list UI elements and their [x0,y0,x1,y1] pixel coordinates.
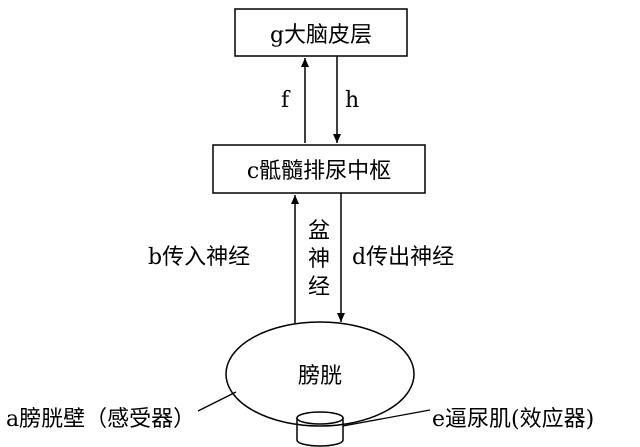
center-label: c骶髓排尿中枢 [246,159,392,184]
label-afferent: b传入神经 [148,245,251,270]
label-pelvic-nerve: 盆神经 [307,219,330,300]
label-f: f [281,88,290,113]
cortex-label: g大脑皮层 [269,22,373,48]
bladder-ellipse [225,321,415,427]
label-sphincter: e逼尿肌(效应器) [432,407,595,432]
leader-sphincter [342,409,431,427]
center-box [212,144,426,194]
label-efferent: d传出神经 [352,245,455,270]
sphincter-bottom [296,439,344,447]
label-h: h [345,88,360,113]
label-bladder-wall: a膀胱壁（感受器） [6,407,196,432]
bladder-label: 膀胱 [297,364,342,389]
sphincter-top [296,411,344,425]
sphincter-cylinder [296,418,344,440]
leader-wall [197,391,237,412]
cortex-box [234,8,408,57]
